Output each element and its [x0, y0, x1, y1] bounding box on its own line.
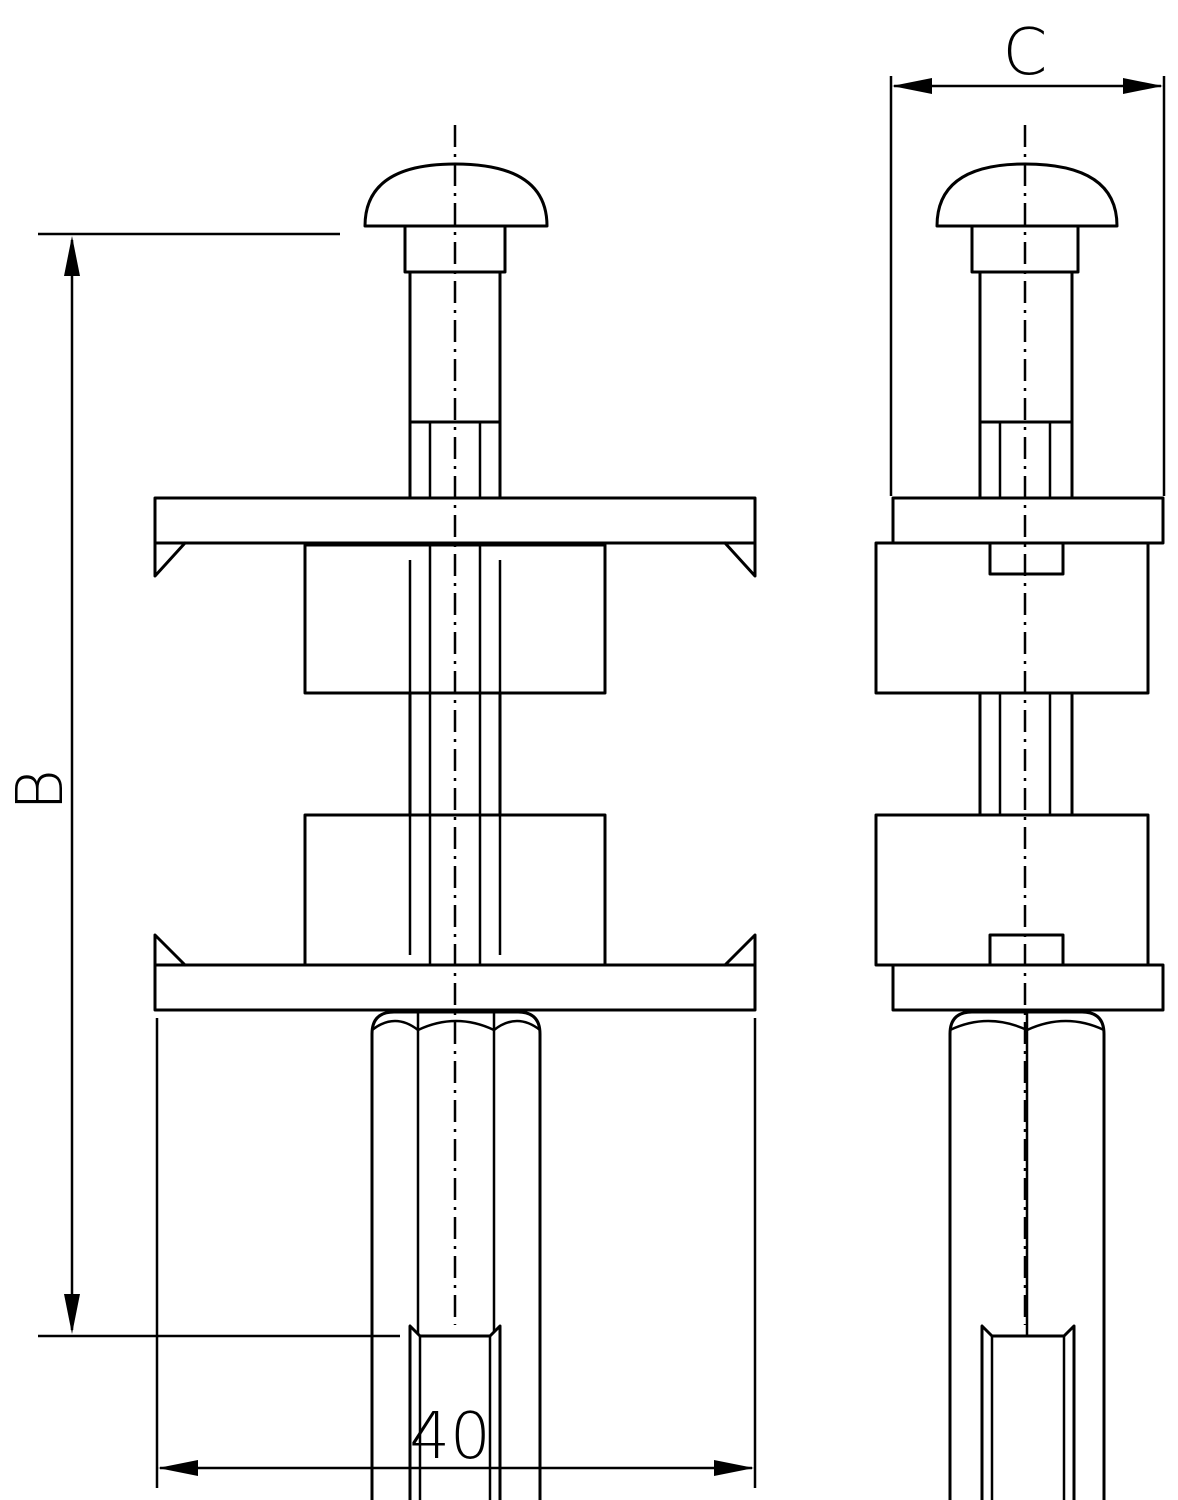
lower-prong-left: [153, 933, 187, 967]
side-lower-plate: [891, 963, 1165, 1012]
dimensions: B 40 C: [4, 16, 1166, 1488]
dim-c-arrow-right: [1123, 78, 1163, 94]
lower-prong-right: [723, 933, 757, 967]
side-upper-block: [874, 541, 1150, 695]
side-lower-block: [874, 813, 1150, 967]
dim-40-arrow-right: [714, 1460, 754, 1476]
side-bolt-tail: [980, 1324, 1076, 1500]
dim-c-label: C: [1003, 16, 1048, 90]
side-upper-plate: [891, 496, 1165, 545]
dim-c-arrow-left: [892, 78, 932, 94]
upper-prong-left: [153, 541, 187, 578]
side-bolt-head: [935, 162, 1119, 228]
dim-b-label: B: [4, 769, 78, 811]
dim-b-arrow-bottom: [64, 1294, 80, 1334]
dim-b-arrow-top: [64, 236, 80, 276]
upper-prong-right: [723, 541, 757, 578]
side-view: [874, 125, 1165, 1500]
dim-40-label: 40: [409, 1400, 490, 1474]
front-view: [153, 125, 757, 1500]
dim-40-arrow-left: [158, 1460, 198, 1476]
